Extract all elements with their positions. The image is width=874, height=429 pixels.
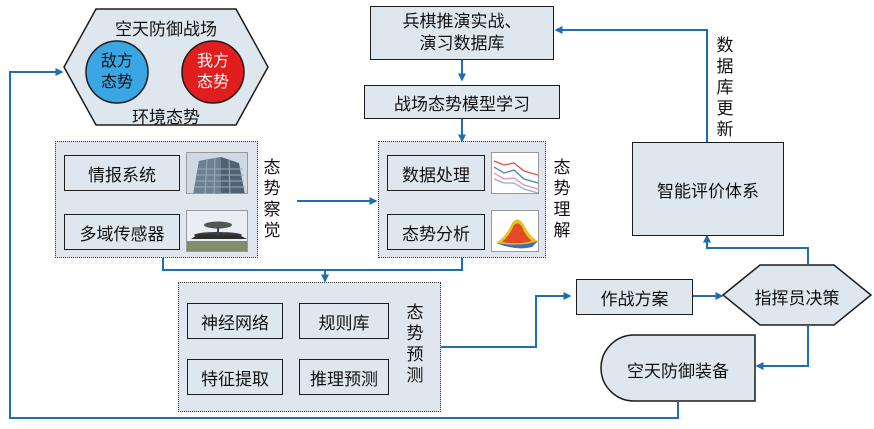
model-learning-box: 战场态势模型学习	[364, 85, 560, 119]
environment-panel: 空天防御战场 敌方态势 我方态势 环境态势	[62, 8, 270, 128]
feature-extraction-box: 特征提取	[187, 359, 283, 395]
neural-network-box: 神经网络	[187, 303, 283, 339]
defense-equipment-label: 空天防御装备	[627, 362, 729, 382]
building-photo-icon	[186, 152, 248, 194]
enemy-situation-label: 敌方态势	[100, 51, 133, 91]
situation-understanding-group: 数据处理 态势分析	[378, 141, 546, 258]
combat-plan-box: 作战方案	[576, 279, 693, 315]
environment-title: 空天防御战场	[115, 20, 217, 40]
perception-label: 态势察觉	[263, 158, 281, 241]
our-situation-label: 我方态势	[196, 51, 229, 91]
database-line-1: 兵棋推演实战、	[402, 12, 522, 32]
prediction-label: 态势预测	[406, 303, 424, 386]
defense-equipment-shape: 空天防御装备	[600, 334, 756, 402]
commander-decision-diamond: 指挥员决策	[722, 264, 872, 326]
environment-subtitle: 环境态势	[132, 108, 200, 128]
understanding-label: 态势理解	[553, 158, 571, 241]
evaluation-system-box: 智能评价体系	[632, 142, 784, 236]
enemy-situation-circle	[85, 40, 149, 104]
situation-perception-group: 情报系统 多域传感器	[55, 141, 258, 258]
intelligence-system-box: 情报系统	[64, 155, 180, 191]
situation-prediction-group: 神经网络 规则库 特征提取 推理预测 态势预测	[178, 282, 441, 412]
inference-prediction-box: 推理预测	[299, 359, 389, 395]
wargame-database-box: 兵棋推演实战、 演习数据库	[370, 6, 554, 60]
situation-analysis-box: 态势分析	[387, 214, 485, 250]
awacs-aircraft-icon	[186, 210, 248, 252]
database-line-2: 演习数据库	[419, 34, 505, 54]
line-chart-thumb-icon	[491, 152, 539, 194]
rule-base-box: 规则库	[299, 303, 389, 339]
multi-domain-sensor-box: 多域传感器	[64, 214, 180, 250]
data-processing-box: 数据处理	[387, 155, 485, 191]
surface-plot-thumb-icon	[491, 210, 539, 252]
database-update-label: 数据库更新	[716, 36, 734, 140]
our-situation-circle	[181, 40, 245, 104]
commander-decision-label: 指挥员决策	[754, 289, 840, 309]
